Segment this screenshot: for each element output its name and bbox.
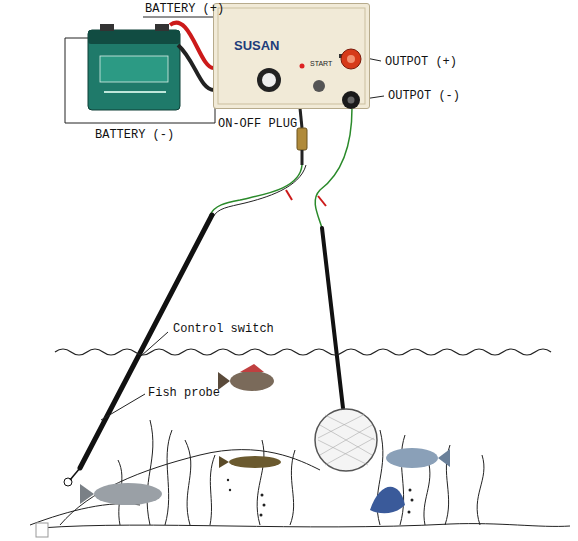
part-label: BATTERY (+)	[145, 2, 224, 16]
part-label: BATTERY (-)	[95, 128, 174, 142]
control-unit: SUSAN START	[213, 3, 370, 109]
part-label: OUTPOT (+)	[385, 55, 457, 69]
brand-name: SUSAN	[234, 38, 280, 53]
panel-label: START	[310, 60, 332, 67]
fish	[80, 364, 450, 513]
device-face	[214, 4, 371, 110]
battery	[88, 24, 180, 110]
part-label: OUTPOT (-)	[388, 89, 460, 103]
on-off-plug	[297, 108, 307, 165]
part-label: Control switch	[173, 322, 274, 336]
part-label: ON-OFF PLUG	[218, 117, 297, 131]
part-label: Fish probe	[148, 386, 220, 400]
